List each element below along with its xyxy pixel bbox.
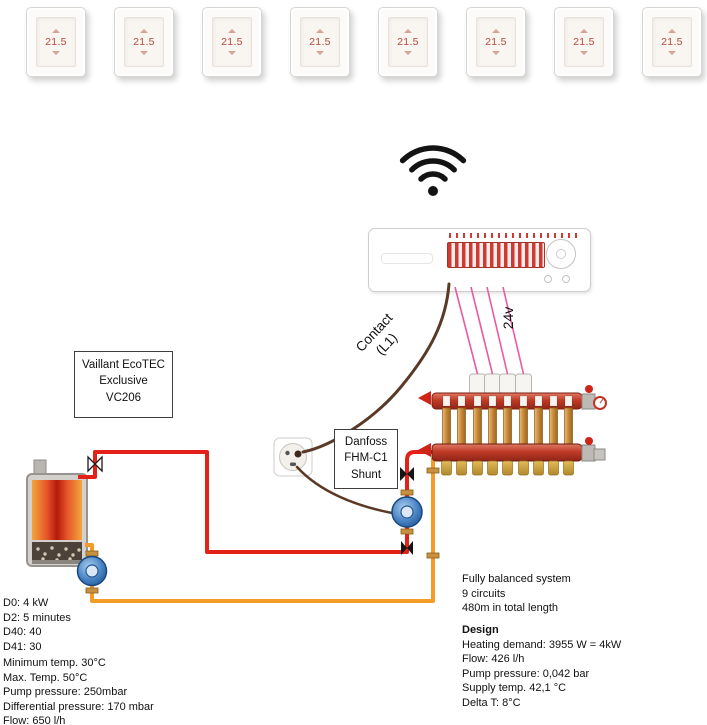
temperature-reading: 21.5 [661,36,683,48]
note-line: Max. Temp. 50°C [3,671,88,684]
boiler [26,459,88,567]
shunt-pump [391,489,423,535]
temperature-reading: 21.5 [397,36,419,48]
shunt-label-box: Danfoss FHM-C1 Shunt [334,429,398,489]
note-line: Flow: 650 l/h [3,715,66,725]
thermostat-screen: 21.5 [564,17,604,67]
temperature-reading: 21.5 [221,36,243,48]
voltage-wire-label: 24v [500,306,516,330]
thermostat: 21.5 [26,7,86,77]
note-line: D40: 40 [3,626,42,639]
label-slot [381,253,433,264]
label-line: Shunt [350,468,382,481]
note-line: Supply temp. 42,1 °C [462,682,567,695]
note-line: D2: 5 minutes [3,611,71,624]
down-arrow-icon [580,51,588,55]
thermostat-screen: 21.5 [36,17,76,67]
thermostat-screen: 21.5 [300,17,340,67]
shunt-valve-icon [400,467,414,555]
note-line: Minimum temp. 30°C [3,657,106,669]
up-arrow-icon [316,29,324,33]
thermostat-screen: 21.5 [652,17,692,67]
note-line: 480m in total length [462,602,559,615]
up-arrow-icon [668,29,676,33]
label-line: VC206 [105,391,142,404]
thermostat: 21.5 [378,7,438,77]
note-line: Heating demand: 3955 W = 4kW [462,638,622,651]
note-line: Flow: 426 l/h [462,653,525,666]
label-line: Exclusive [99,375,148,388]
manifold-left-valve [418,443,431,457]
thermostat: 21.5 [202,7,262,77]
up-arrow-icon [492,29,500,33]
up-arrow-icon [404,29,412,33]
down-arrow-icon [404,51,412,55]
boiler-limits-note: Minimum temp. 30°C Max. Temp. 50°C Pump … [3,656,154,725]
note-line: D41: 30 [3,640,42,653]
down-arrow-icon [52,51,60,55]
controller-button [544,275,552,283]
down-arrow-icon [668,51,676,55]
wall-socket [273,437,313,477]
flow-meters [441,460,574,476]
return-fitting [426,467,440,474]
design-note: Design Heating demand: 3955 W = 4kW Flow… [462,623,621,711]
down-arrow-icon [316,51,324,55]
down-arrow-icon [140,51,148,55]
return-fitting [426,552,440,559]
flow-windows [442,395,573,407]
temperature-reading: 21.5 [573,36,595,48]
temperature-reading: 21.5 [133,36,155,48]
thermostat: 21.5 [642,7,702,77]
design-title: Design [462,624,499,636]
thermostat-screen: 21.5 [212,17,252,67]
boiler-params-note: D0: 4 kW D2: 5 minutes D40: 40 D41: 30 [3,596,71,654]
note-line: 9 circuits [462,587,506,600]
label-line: Danfoss [344,436,388,448]
circuit-tubes [442,407,573,447]
note-line: Differential pressure: 170 mbar [3,700,154,713]
label-line: Vaillant EcoTEC [82,359,165,371]
circuit-actuators [469,373,532,395]
thermostat-screen: 21.5 [476,17,516,67]
wifi-icon [399,145,467,196]
up-arrow-icon [228,29,236,33]
controller-button [562,275,570,283]
master-controller [368,228,591,292]
down-arrow-icon [228,51,236,55]
note-line: Pump pressure: 250mbar [3,686,128,699]
note-line: D0: 4 kW [3,597,49,609]
pressure-gauge [593,396,607,410]
manifold [418,373,607,476]
thermostat-screen: 21.5 [388,17,428,67]
terminal-strip [447,242,545,268]
down-arrow-icon [492,51,500,55]
thermostat-screen: 21.5 [124,17,164,67]
boiler-pump [76,550,108,594]
label-line: FHM-C1 [344,452,388,465]
boiler-valve-icon [87,455,103,473]
up-arrow-icon [580,29,588,33]
note-line: Pump pressure: 0,042 bar [462,667,590,680]
system-summary-note: Fully balanced system 9 circuits 480m in… [462,572,571,616]
thermostat: 21.5 [114,7,174,77]
thermostat: 21.5 [466,7,526,77]
plug [294,450,302,458]
terminal-ticks [449,233,582,238]
manifold-left-valve [418,391,431,405]
temperature-reading: 21.5 [309,36,331,48]
thermostat: 21.5 [290,7,350,77]
thermostat-row: 21.5 21.5 21.5 21.5 21.5 21.5 21.5 21.5 [26,7,702,77]
up-arrow-icon [140,29,148,33]
rotary-dial [546,239,576,269]
up-arrow-icon [52,29,60,33]
temperature-reading: 21.5 [485,36,507,48]
note-line: Fully balanced system [462,573,571,585]
temperature-reading: 21.5 [45,36,67,48]
thermostat: 21.5 [554,7,614,77]
ash-pebbles [36,546,81,562]
contact-wire-label: Contact (L1) [352,310,401,358]
note-line: Delta T: 8°C [462,696,521,709]
boiler-label-box: Vaillant EcoTEC Exclusive VC206 [74,351,173,418]
